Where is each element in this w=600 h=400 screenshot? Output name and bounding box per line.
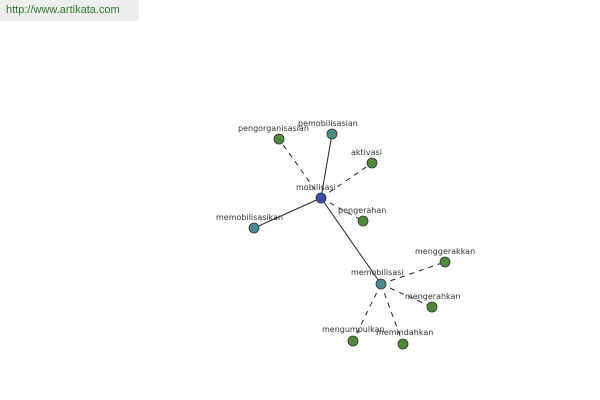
node-memobilisasikan-label: memobilisasikan <box>216 213 283 222</box>
node-memobilisasi[interactable]: memobilisasi <box>351 268 404 290</box>
node-pengerahan-dot[interactable] <box>357 215 369 227</box>
site-url-banner[interactable]: http://www.artikata.com <box>0 0 139 21</box>
edge-mobilisasi-aktivasi <box>320 162 373 199</box>
edge-mobilisasi-pengorganisasian <box>278 138 322 199</box>
node-memobilisasi-dot[interactable] <box>375 278 387 290</box>
node-mobilisasi-label: mobilisasi <box>296 183 336 192</box>
node-pengerahan-label: pengerahan <box>338 206 386 215</box>
node-mobilisasi-dot[interactable] <box>315 192 327 204</box>
edge-mobilisasi-memobilisasikan <box>253 197 322 229</box>
node-mengerahkan-label: mengerahkan <box>405 292 461 301</box>
node-mengerahkan-dot[interactable] <box>426 301 438 313</box>
edge-mobilisasi-memobilisasi <box>320 197 382 285</box>
node-memindahkan[interactable]: memindahkan <box>376 328 433 350</box>
node-menggerakkan[interactable]: menggerakkan <box>415 247 475 268</box>
node-aktivasi[interactable]: aktivasi <box>351 148 382 169</box>
node-memobilisasikan-dot[interactable] <box>248 222 260 234</box>
node-pengorganisasian[interactable]: pengorganisasian <box>238 124 309 145</box>
node-menggerakkan-dot[interactable] <box>439 256 451 268</box>
edge-memobilisasi-menggerakkan <box>380 261 446 285</box>
node-memindahkan-dot[interactable] <box>397 338 409 350</box>
edge-mobilisasi-pengerahan <box>320 197 364 222</box>
node-aktivasi-dot[interactable] <box>366 157 378 169</box>
edge-memobilisasi-mengumpulkan <box>352 283 382 342</box>
node-menggerakkan-label: menggerakkan <box>415 247 475 256</box>
node-mengumpulkan-dot[interactable] <box>347 335 359 347</box>
node-mengumpulkan-label: mengumpulkan <box>322 325 385 334</box>
node-memobilisasi-label: memobilisasi <box>351 268 404 277</box>
node-memindahkan-label: memindahkan <box>376 328 433 337</box>
node-pemobilisasian-dot[interactable] <box>326 128 338 140</box>
node-pengorganisasian-dot[interactable] <box>273 133 285 145</box>
node-aktivasi-label: aktivasi <box>351 148 382 157</box>
node-mengumpulkan[interactable]: mengumpulkan <box>322 325 385 347</box>
node-mengerahkan[interactable]: mengerahkan <box>405 292 461 313</box>
edge-memobilisasi-memindahkan <box>380 283 404 345</box>
edge-mobilisasi-pemobilisasian <box>320 133 333 199</box>
node-pemobilisasian[interactable]: pemobilisasian <box>298 119 358 140</box>
node-pengorganisasian-label: pengorganisasian <box>238 124 309 133</box>
node-mobilisasi[interactable]: mobilisasi <box>296 183 336 204</box>
node-pengerahan[interactable]: pengerahan <box>338 206 386 227</box>
node-pemobilisasian-label: pemobilisasian <box>298 119 358 128</box>
node-memobilisasikan[interactable]: memobilisasikan <box>216 213 283 234</box>
